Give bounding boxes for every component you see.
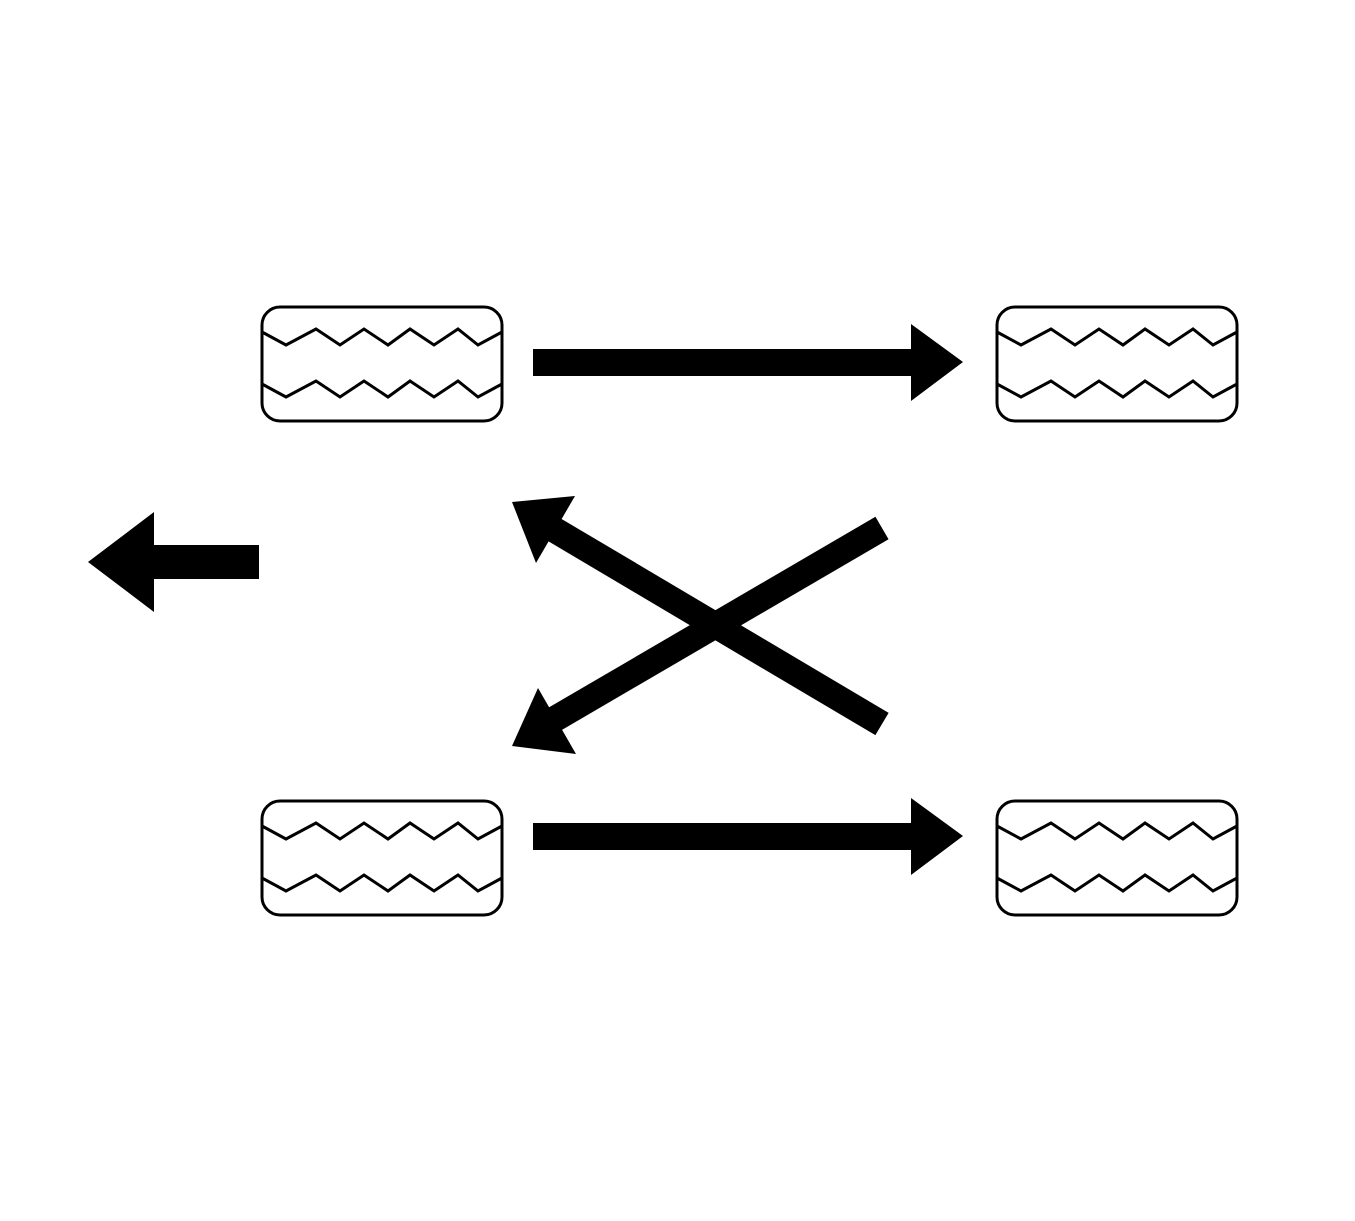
- tire-left-top: [260, 305, 504, 423]
- tire-left-bottom: [260, 799, 504, 917]
- arrow-left-icon: [88, 512, 259, 612]
- tire-right-bottom: [995, 799, 1239, 917]
- cross-arrow-to-bottom: [512, 516, 889, 754]
- cross-arrow-to-top: [512, 496, 889, 736]
- bottom-rotation-arrow: [533, 798, 963, 875]
- top-rotation-arrow: [533, 324, 963, 401]
- tire-right-top: [995, 305, 1239, 423]
